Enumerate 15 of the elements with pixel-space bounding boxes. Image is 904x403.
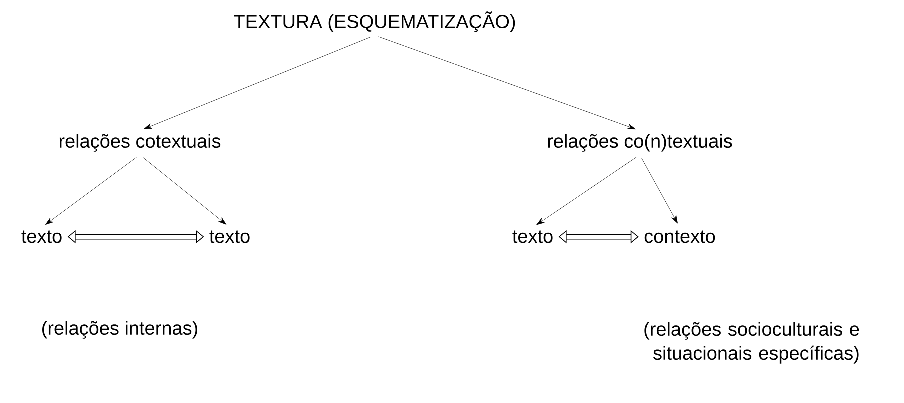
arrow <box>46 157 137 225</box>
node-text: contexto <box>644 230 716 244</box>
node-text: texto <box>512 230 553 244</box>
node-text: relações cotextuais <box>60 134 221 152</box>
note-text: (relações internas) <box>42 321 198 339</box>
note-text: (relações socioculturais e situacionais específicas) <box>644 322 860 364</box>
arrow <box>378 36 636 130</box>
arrow <box>536 157 637 226</box>
node-text: relações co(n)textuais <box>548 134 732 152</box>
arrow <box>144 36 372 130</box>
arrow <box>142 157 227 225</box>
arrow <box>642 158 678 224</box>
node-text: TEXTURA (ESQUEMATIZAÇÃO) <box>234 12 516 32</box>
node-text: texto <box>22 230 62 244</box>
node-text: texto <box>210 230 250 244</box>
